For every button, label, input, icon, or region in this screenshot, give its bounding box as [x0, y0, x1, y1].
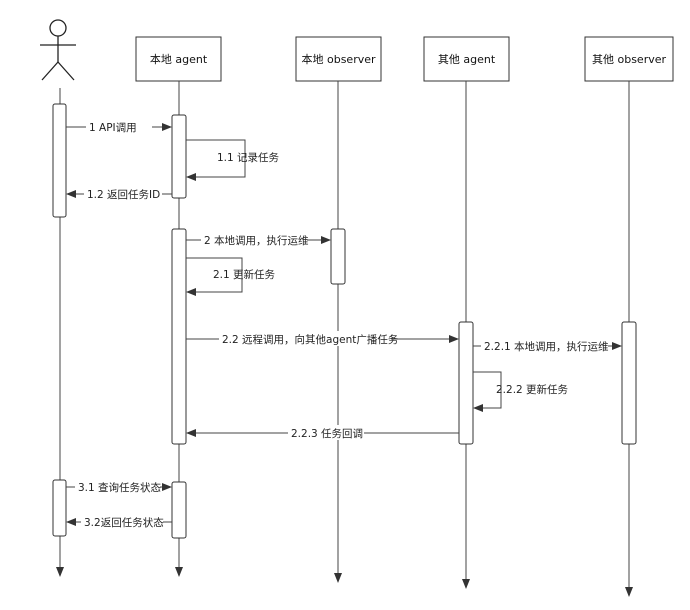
message-3-2-label: 3.2返回任务状态 [84, 516, 164, 529]
svg-text:其他 observer: 其他 observer [592, 53, 667, 66]
actor-figure [40, 19, 76, 81]
message-1-2-label: 1.2 返回任务ID [87, 188, 160, 201]
activation-local-agent-1 [171, 114, 187, 199]
activation-local-observer-1 [330, 228, 346, 285]
svg-text:其他 agent: 其他 agent [438, 53, 496, 66]
message-2-2-2-arrow [473, 371, 502, 412]
activation-local-agent-3 [171, 481, 187, 539]
activation-actor-1 [52, 103, 67, 218]
activation-actor-2 [52, 479, 67, 537]
activation-local-agent-2 [171, 228, 187, 445]
message-1-1-arrow [186, 139, 246, 181]
svg-text:本地 observer: 本地 observer [301, 52, 376, 66]
message-2-2-1-label: 2.2.1 本地调用，执行运维 [484, 340, 609, 353]
message-2-label: 2 本地调用，执行运维 [204, 234, 309, 247]
message-1-label: 1 API调用 [89, 122, 137, 134]
participant-other-observer: 其他 observer [584, 36, 674, 82]
participant-local-agent: 本地 agent [135, 36, 222, 82]
participant-other-agent: 其他 agent [423, 36, 510, 82]
message-1-1-label: 1.1 记录任务 [217, 151, 280, 164]
activation-other-observer-1 [621, 321, 637, 445]
svg-text:本地 agent: 本地 agent [150, 52, 208, 66]
message-2-2-3-label: 2.2.3 任务回调 [291, 427, 363, 440]
message-3-1-label: 3.1 查询任务状态 [78, 481, 162, 494]
message-2-1-label: 2.1 更新任务 [213, 268, 276, 281]
activation-other-agent-1 [458, 321, 474, 445]
message-2-2-label: 2.2 远程调用，向其他agent广播任务 [222, 333, 399, 346]
participant-local-observer: 本地 observer [295, 36, 382, 82]
message-2-2-2-label: 2.2.2 更新任务 [496, 383, 569, 396]
message-2-1-arrow [186, 257, 243, 296]
